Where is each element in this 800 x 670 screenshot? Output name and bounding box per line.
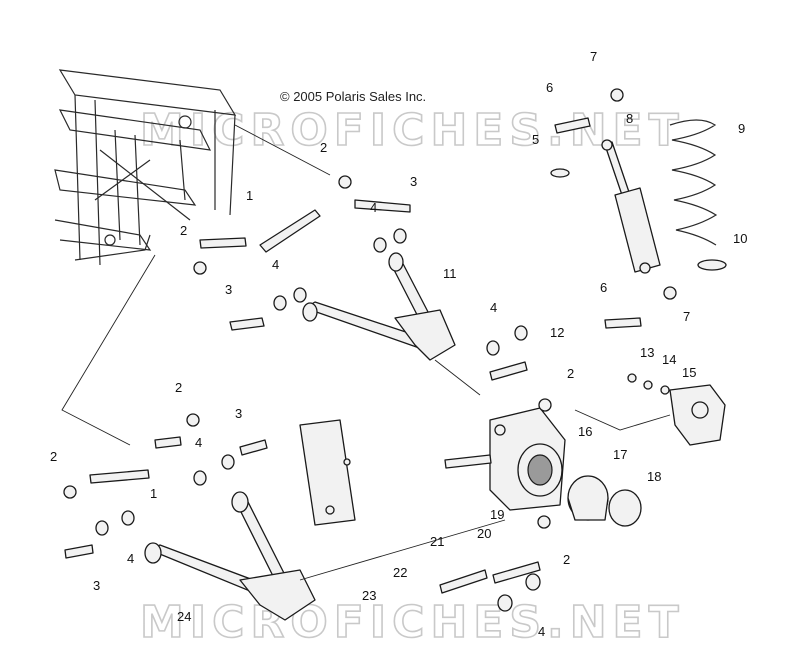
callout-label: 11 [443,266,457,281]
callout-label: 2 [567,366,574,381]
shock-absorber [601,139,661,274]
callout-label: 4 [538,624,545,639]
callout-label: 7 [590,49,597,64]
callout-label: 10 [733,231,747,246]
callout-label: 5 [532,132,539,147]
callout-label: 4 [127,551,134,566]
callout-label: 17 [613,447,627,462]
callout-label: 6 [600,280,607,295]
snap-ring [608,489,642,527]
callout-labels: 1 1 2 2 2 2 2 2 3 3 3 3 4 4 4 4 4 4 5 6 … [50,49,747,639]
callout-label: 3 [225,282,232,297]
callout-label: 2 [175,380,182,395]
callout-label: 3 [93,578,100,593]
callout-label: 2 [563,552,570,567]
callout-label: 9 [738,121,745,136]
callout-label: 3 [410,174,417,189]
skid-plate [299,419,356,526]
callout-label: 7 [683,309,690,324]
callout-label: 1 [246,188,253,203]
callout-label: 2 [320,140,327,155]
fasteners [63,88,677,612]
callout-label: 23 [362,588,376,603]
callout-label: 24 [177,609,191,624]
copyright-notice: © 2005 Polaris Sales Inc. [280,89,426,104]
callout-label: 18 [647,469,661,484]
upper-a-arm [302,252,481,396]
callout-label: 12 [550,325,564,340]
callout-label: 20 [477,526,491,541]
callout-label: 3 [235,406,242,421]
callout-label: 4 [195,435,202,450]
callout-label: 4 [272,257,279,272]
callout-label: 4 [490,300,497,315]
callout-label: 13 [640,345,654,360]
coil-spring [669,119,727,271]
vehicle-frame [54,69,237,266]
callout-label: 1 [150,486,157,501]
watermark-bottom: MICROFICHES.NET [140,597,685,648]
lower-a-arm [144,491,506,621]
callout-label: 14 [662,352,676,367]
callout-label: 2 [180,223,187,238]
callout-label: 21 [430,534,444,549]
callout-label: 8 [626,111,633,126]
callout-label: 19 [490,507,504,522]
bearing-carrier [489,407,566,511]
callout-label: 22 [393,565,407,580]
callout-label: 16 [578,424,592,439]
callout-label: 4 [370,200,377,215]
callout-label: 2 [50,449,57,464]
callout-label: 15 [682,365,696,380]
brake-caliper [574,384,726,446]
wheel-bearing [567,475,609,521]
callout-label: 6 [546,80,553,95]
watermark-top: MICROFICHES.NET [140,105,685,156]
